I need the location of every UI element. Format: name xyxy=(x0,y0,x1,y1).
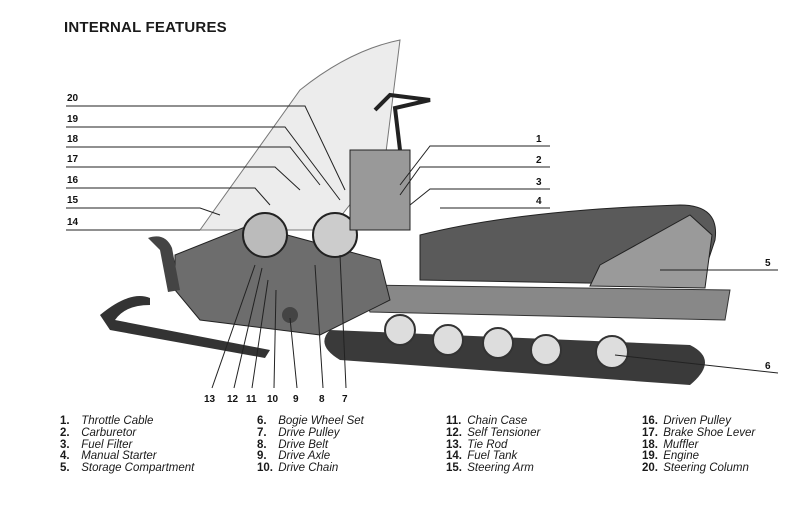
callout-16: 16 xyxy=(67,175,79,186)
legend-item: 5. Storage Compartment xyxy=(60,462,195,475)
callout-19: 19 xyxy=(67,114,79,125)
legend-item: 10. Drive Chain xyxy=(257,462,339,475)
legend-item: 4. Manual Starter xyxy=(60,450,157,463)
callout-12: 12 xyxy=(227,394,239,405)
bumper xyxy=(148,236,180,292)
legend-item: 15. Steering Arm xyxy=(446,462,534,475)
callout-4: 4 xyxy=(536,196,542,207)
legend-item: 12. Self Tensioner xyxy=(446,426,541,439)
callout-20: 20 xyxy=(67,93,79,104)
legend-item: 20. Steering Column xyxy=(642,462,749,475)
callout-2: 2 xyxy=(536,155,542,166)
legend-item: 1. Throttle Cable xyxy=(60,415,154,427)
callout-9: 9 xyxy=(293,394,299,405)
legend-item: 6. Bogie Wheel Set xyxy=(257,415,364,427)
callout-3: 3 xyxy=(536,177,542,188)
callout-14: 14 xyxy=(67,217,79,228)
callout-8: 8 xyxy=(319,394,325,405)
legend-column-3: 11. Chain Case 12. Self Tensioner 13. Ti… xyxy=(446,415,541,475)
track xyxy=(324,330,705,385)
callout-10: 10 xyxy=(267,394,279,405)
callout-6: 6 xyxy=(765,361,771,372)
callout-17: 17 xyxy=(67,154,79,165)
legend-item: 13. Tie Rod xyxy=(446,438,508,451)
driven-pulley xyxy=(242,212,288,258)
drive-axle xyxy=(282,307,298,323)
callout-5: 5 xyxy=(765,258,771,269)
legend-item: 11. Chain Case xyxy=(446,415,528,427)
callout-numbers: 20 19 18 17 16 15 14 1 2 3 4 5 6 13 12 1… xyxy=(67,93,771,405)
legend-item: 17. Brake Shoe Lever xyxy=(642,426,756,439)
callout-15: 15 xyxy=(67,195,79,206)
legend-item: 8. Drive Belt xyxy=(257,438,329,451)
legend-item: 14. Fuel Tank xyxy=(446,450,518,463)
legend-column-2: 6. Bogie Wheel Set 7. Drive Pulley 8. Dr… xyxy=(257,415,364,475)
handlebar xyxy=(373,92,431,151)
callout-7: 7 xyxy=(342,394,348,405)
page-title: INTERNAL FEATURES xyxy=(64,19,227,36)
tunnel xyxy=(359,284,731,321)
callout-18: 18 xyxy=(67,134,79,145)
engine xyxy=(349,149,411,231)
legend-column-1: 1. Throttle Cable 2. Carburetor 3. Fuel … xyxy=(60,415,195,475)
legend-item: 7. Drive Pulley xyxy=(257,426,340,439)
leader-lines xyxy=(66,105,779,389)
legend-item: 16. Driven Pulley xyxy=(642,415,731,427)
legend-column-4: 16. Driven Pulley 17. Brake Shoe Lever 1… xyxy=(642,415,756,475)
bogie-wheels xyxy=(384,314,629,369)
legend-item: 19. Engine xyxy=(642,450,700,463)
callout-1: 1 xyxy=(536,134,542,145)
callout-11: 11 xyxy=(246,394,257,405)
legend-item: 18. Muffler xyxy=(642,438,699,451)
legend-item: 3. Fuel Filter xyxy=(60,438,133,451)
callout-13: 13 xyxy=(204,394,216,405)
drive-pulley xyxy=(312,212,358,258)
legend-item: 2. Carburetor xyxy=(60,426,137,439)
legend-item: 9. Drive Axle xyxy=(257,450,331,463)
